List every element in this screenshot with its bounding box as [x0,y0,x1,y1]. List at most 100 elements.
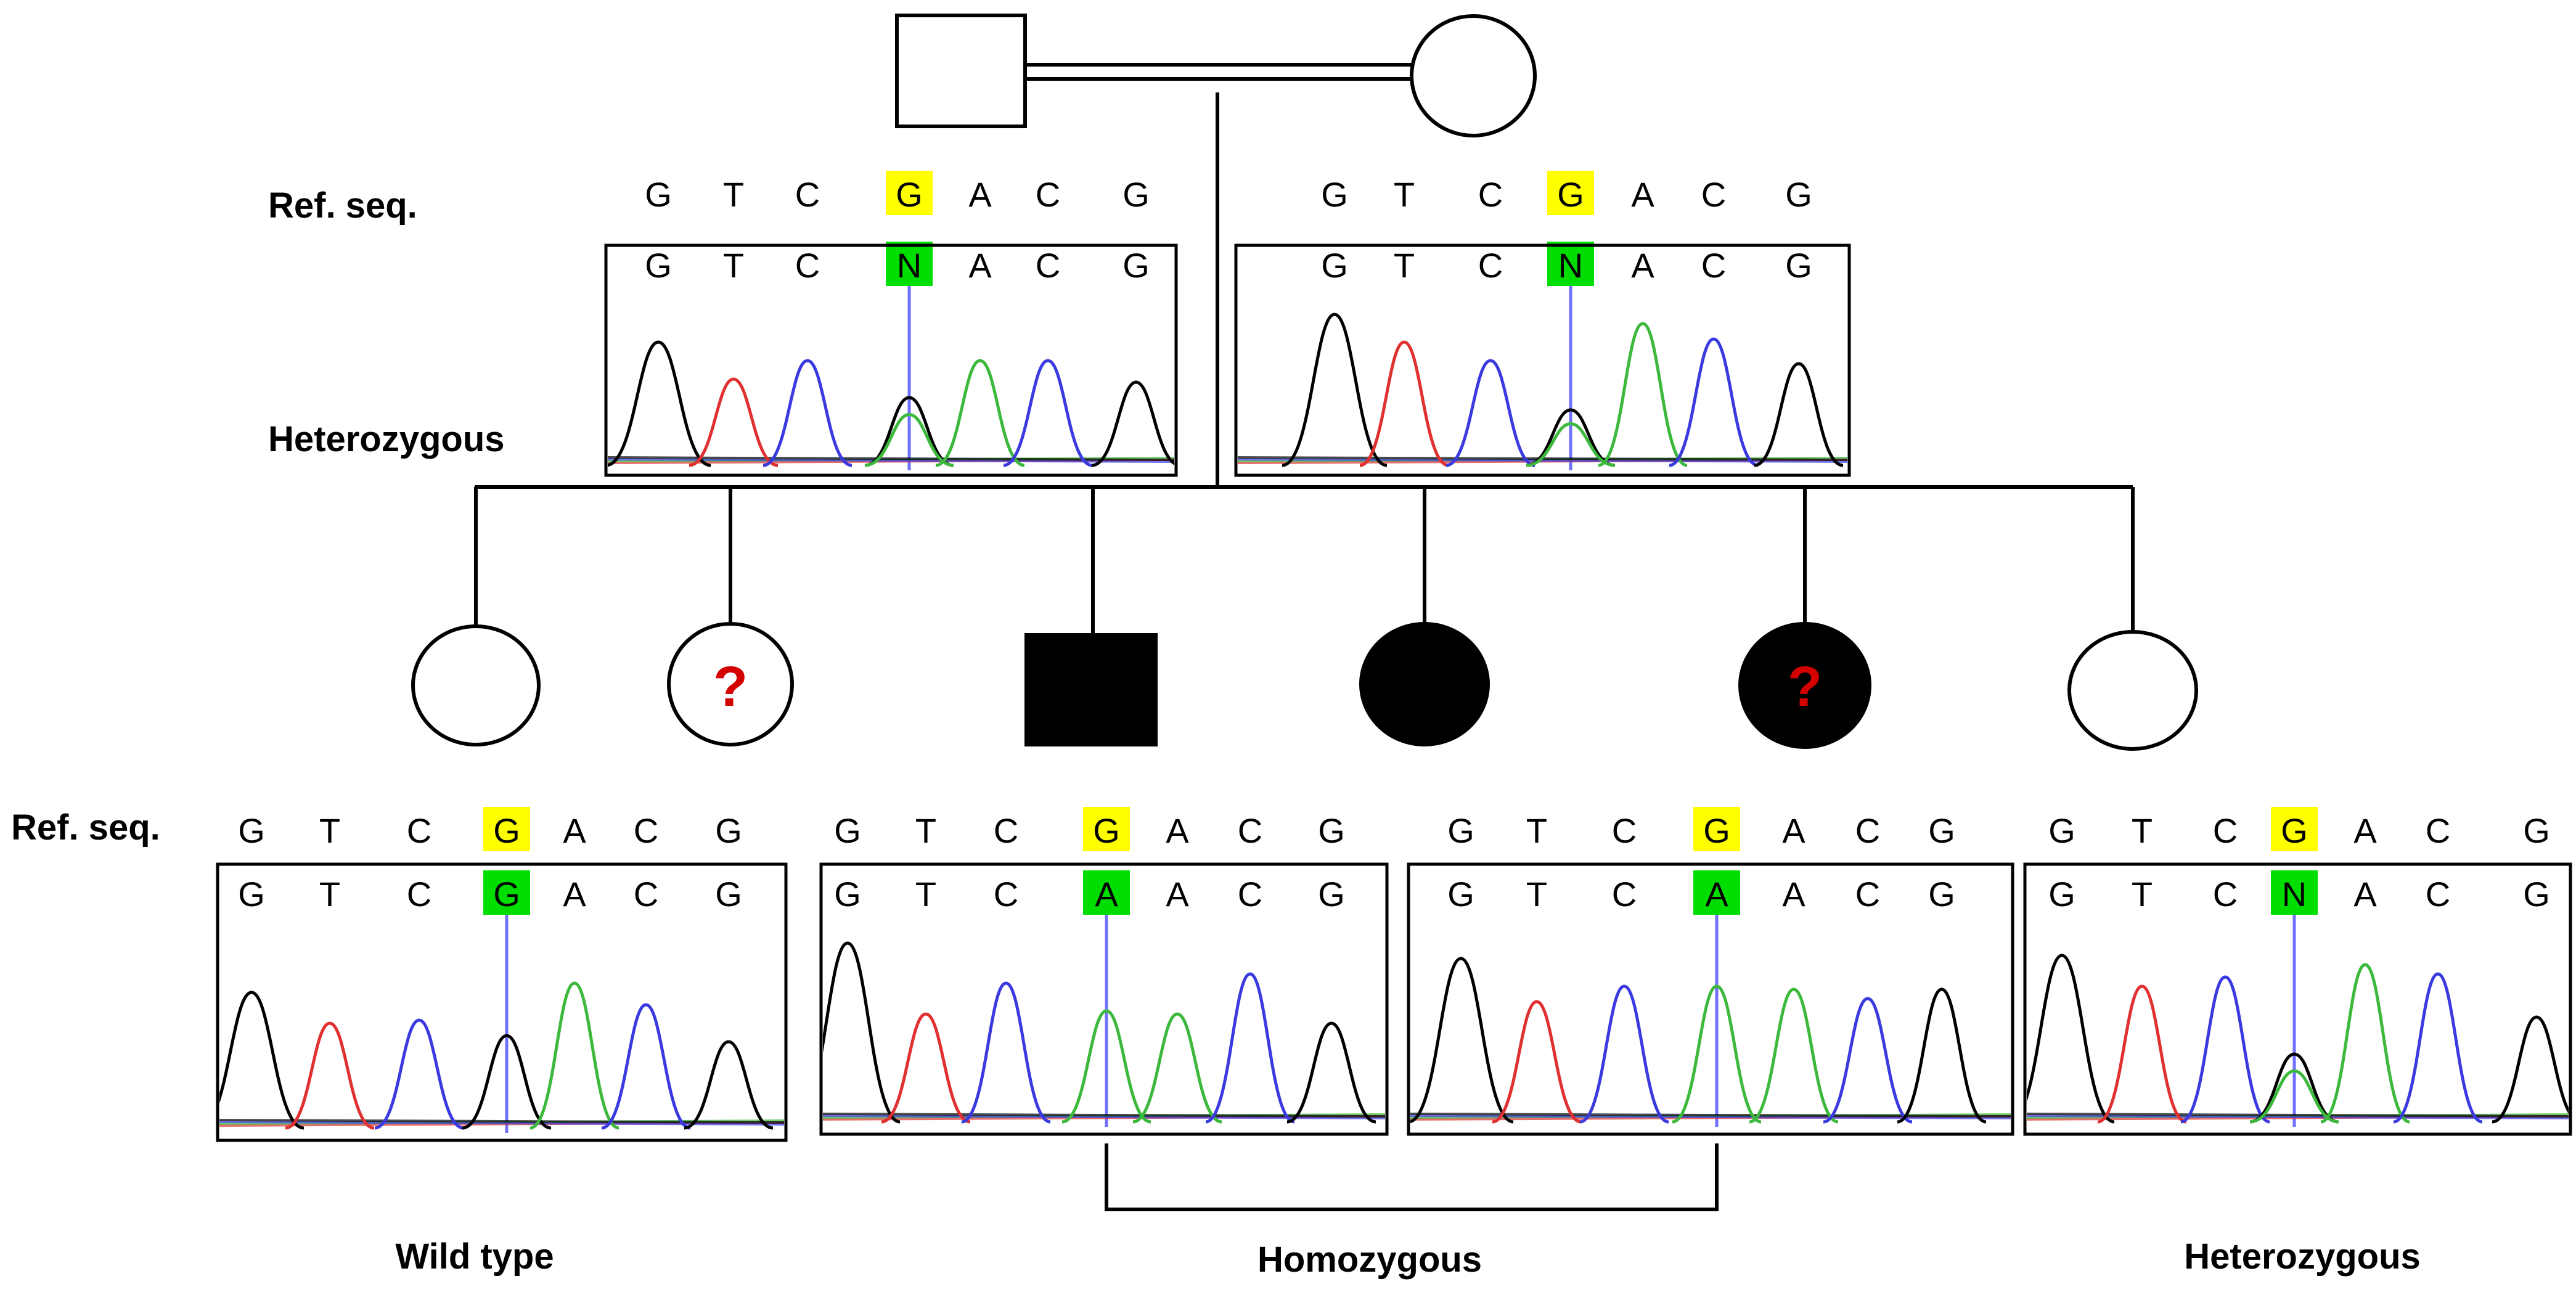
heterozygous-label-top: Heterozygous [268,419,505,459]
ref-seq-label-bottom: Ref. seq. [11,808,160,848]
sample-base: A [1782,875,1805,914]
ref-base: A [1631,175,1654,214]
ref-base: G [1557,175,1584,214]
ref-base: C [1036,175,1060,214]
trace-peak-C [2180,975,2270,1124]
child-5-affected-unknown-female [1738,622,1871,749]
sample-base: G [834,875,861,914]
trace-peak-C [1205,972,1295,1124]
trace-peak-A [1749,987,1839,1124]
trace-peak-G [1897,987,1987,1124]
sample-base: N [897,246,922,285]
trace-peak-A [530,981,619,1130]
trace-peak-C [1579,984,1669,1124]
sample-base: A [1631,246,1654,285]
sample-variant-highlight [1693,870,1740,915]
sample-base: A [2353,875,2377,914]
trace-group [1238,313,1847,467]
sample-base: T [1526,875,1547,914]
chromatogram-box [1234,243,1851,477]
ref-base: G [238,811,265,850]
ref-seq-label-top: Ref. seq. [268,186,417,226]
trace-baseline [2027,1113,2569,1118]
trace-baseline [1410,1114,2011,1119]
trace-peak-T [1359,340,1449,467]
trace-baseline [219,1119,784,1124]
trace-group [823,941,1385,1124]
ref-base: G [1093,811,1120,850]
sample-base: C [407,875,431,914]
sample-variant-highlight [1083,870,1130,915]
trace-baseline [1238,458,1847,463]
chromatogram-box [1407,862,2014,1136]
sample-base: G [715,875,742,914]
wild-type-label: Wild type [395,1237,554,1277]
homozygous-bracket [1105,1143,1719,1211]
trace-baseline [823,1114,1385,1119]
trace-group [219,981,784,1130]
ref-base: G [1321,175,1348,214]
trace-peak-C [2393,972,2483,1124]
ref-base: G [1928,811,1955,850]
ref-base: A [563,811,586,850]
trace-peak-T [2097,984,2187,1124]
sample-base: G [1785,246,1812,285]
trace-peak-A [864,412,954,467]
sample-base: G [238,875,265,914]
sample-base: G [1321,246,1348,285]
sample-base: G [493,875,520,914]
ref-base: G [2523,811,2550,850]
ref-variant-highlight [1693,807,1740,851]
mother-circle [1410,14,1537,137]
chromatogram-box [216,862,788,1142]
sample-base: C [1701,246,1726,285]
sample-base: A [563,875,586,914]
sample-base: C [1036,246,1060,285]
trace-group [2027,954,2569,1124]
sample-base: C [1855,875,1880,914]
ref-base: C [795,175,820,214]
ref-base: G [493,811,520,850]
ref-base: T [723,175,744,214]
ref-base: G [1318,811,1345,850]
ref-base: G [2048,811,2075,850]
trace-peak-G [462,1034,552,1130]
sample-base: C [1612,875,1637,914]
sample-base: A [1705,875,1728,914]
trace-peak-C [1445,359,1535,467]
child-6-unaffected-female [2067,630,2198,751]
sample-base: G [1928,875,1955,914]
sample-variant-highlight [1547,242,1594,286]
heterozygous-label-bottom: Heterozygous [2184,1237,2421,1277]
trace-peak-T [285,1021,375,1130]
ref-base: T [915,811,936,850]
trace-peak-A [1526,422,1616,467]
trace-peak-A [935,359,1025,467]
trace-peak-G [864,396,954,467]
ref-base: G [1447,811,1474,850]
trace-peak-C [1823,997,1913,1124]
trace-peak-G [219,991,305,1130]
ref-base: C [1855,811,1880,850]
sample-variant-highlight [483,870,530,915]
ref-base: C [2213,811,2238,850]
trace-peak-C [374,1018,464,1130]
sample-base: A [1166,875,1189,914]
ref-variant-highlight [1547,171,1594,215]
ref-base: C [1701,175,1726,214]
trace-peak-G [1526,408,1616,467]
child-3-affected-male [1024,633,1158,746]
child-1-unaffected-female [411,624,541,746]
ref-variant-highlight [1083,807,1130,851]
trace-peak-G [608,340,711,467]
sample-base: T [723,246,744,285]
sample-base: T [1394,246,1415,285]
ref-base: G [715,811,742,850]
trace-peak-C [1669,337,1759,467]
unknown-mark-child-5: ? [1788,655,1822,718]
